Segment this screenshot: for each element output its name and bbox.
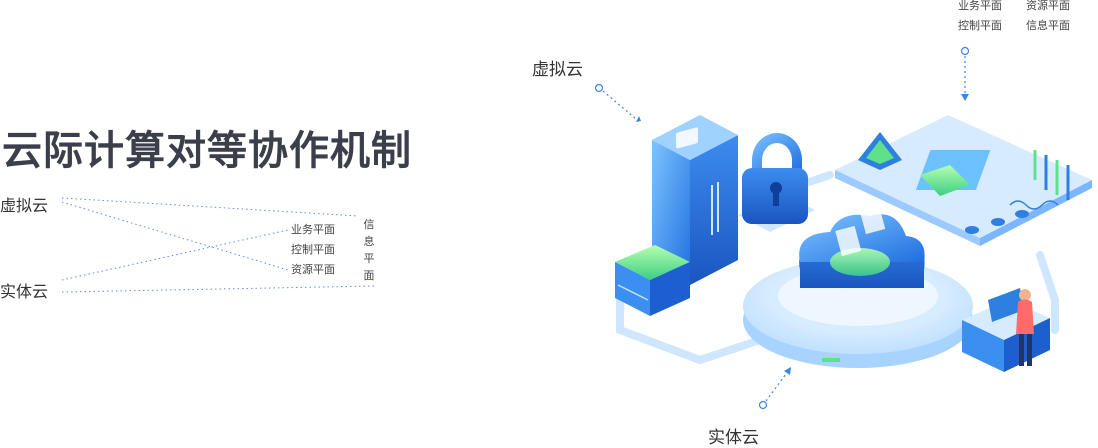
top-planes-connector: [960, 46, 970, 101]
top-plane-business: 业务平面: [958, 0, 1002, 12]
left-plane-resource: 资源平面: [291, 263, 335, 276]
info-char: 息: [363, 235, 375, 248]
cloud-icon: [799, 203, 925, 288]
top-plane-control: 控制平面: [958, 19, 1002, 32]
top-plane-info: 信息平面: [1026, 19, 1070, 32]
illustration-physical-cloud-label: 实体云: [708, 428, 759, 448]
storage-box: [615, 245, 690, 316]
info-char: 面: [363, 269, 375, 282]
virtual-cloud-connector: [594, 83, 641, 122]
workstation: [962, 288, 1050, 372]
left-plane-business: 业务平面: [291, 223, 335, 236]
page-title: 云际计算对等协作机制: [2, 128, 412, 174]
left-diagram-lines: [61, 197, 376, 293]
info-char: 信: [363, 218, 375, 231]
illustration-virtual-cloud-label: 虚拟云: [532, 60, 583, 80]
left-plane-control: 控制平面: [291, 243, 335, 256]
left-virtual-cloud-label: 虚拟云: [0, 196, 49, 215]
left-info-plane-vertical: 信 息 平 面: [362, 216, 376, 284]
top-plane-resource: 资源平面: [1026, 0, 1070, 12]
physical-cloud-connector: [758, 367, 791, 410]
person-icon: [1016, 289, 1034, 366]
lock-icon: [738, 133, 815, 232]
info-panel: [835, 115, 1092, 246]
left-physical-cloud-label: 实体云: [0, 282, 49, 301]
info-char: 平: [363, 252, 375, 265]
